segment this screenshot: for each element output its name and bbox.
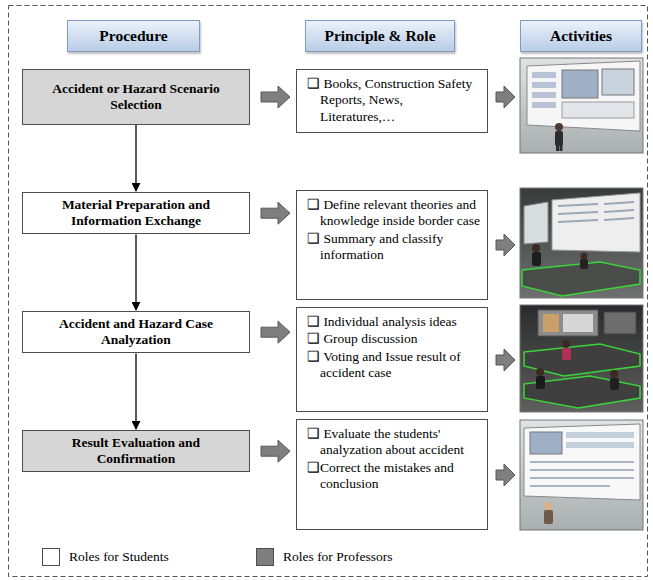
flow-arrow: [135, 125, 136, 191]
procedure-box: Accident and Hazard Case Analyzation: [22, 311, 250, 353]
legend-text: Roles for Students: [69, 549, 169, 565]
column-header: Procedure: [67, 20, 200, 52]
role-item: ❑ Individual analysis ideas: [307, 314, 481, 330]
screenshot-evaluation: [520, 420, 643, 530]
block-arrow: [496, 86, 515, 486]
procedure-box: Result Evaluation and Confirmation: [22, 430, 250, 472]
column-header: Principle & Role: [305, 20, 455, 52]
role-item: ❑ Summary and classify information: [307, 231, 481, 264]
role-box: ❑ Individual analysis ideas❑ Group discu…: [296, 307, 488, 412]
legend-swatch: [42, 548, 60, 566]
block-arrow: [261, 86, 290, 108]
role-item: ❑ Books, Construction Safety Reports, Ne…: [307, 76, 481, 125]
screenshot-analysis: [520, 305, 643, 412]
legend-entry: Roles for Professors: [256, 548, 393, 566]
step-text: Material Preparation and Information Exc…: [34, 197, 239, 229]
step-text: Accident or Hazard Scenario Selection: [34, 81, 239, 113]
header-text: Principle & Role: [324, 27, 435, 45]
dashed-frame: [9, 6, 648, 577]
column-header: Activities: [520, 20, 642, 52]
legend-swatch: [256, 548, 274, 566]
role-item: ❑ Evaluate the students' analyzation abo…: [307, 426, 481, 459]
header-text: Procedure: [99, 27, 167, 45]
role-box: ❑ Evaluate the students' analyzation abo…: [296, 419, 488, 530]
screenshot-materials: [520, 188, 643, 298]
role-box: ❑ Define relevant theories and knowledge…: [296, 190, 488, 300]
legend-entry: Roles for Students: [42, 548, 169, 566]
flow-arrow: [135, 353, 136, 429]
legend-text: Roles for Professors: [283, 549, 393, 565]
header-text: Activities: [550, 27, 612, 45]
block-arrow: [261, 202, 290, 224]
role-box: ❑ Books, Construction Safety Reports, Ne…: [296, 69, 488, 133]
step-text: Accident and Hazard Case Analyzation: [34, 316, 239, 348]
flow-arrow: [135, 234, 136, 310]
role-item: ❑ Voting and Issue result of accident ca…: [307, 349, 481, 382]
role-item: ❑Correct the mistakes and conclusion: [307, 460, 481, 493]
procedure-box: Material Preparation and Information Exc…: [22, 192, 250, 234]
block-arrow: [261, 440, 290, 462]
role-item: ❑ Group discussion: [307, 331, 481, 347]
screenshot-scenario: [520, 58, 643, 153]
role-item: ❑ Define relevant theories and knowledge…: [307, 197, 481, 230]
block-arrow: [261, 321, 290, 343]
procedure-box: Accident or Hazard Scenario Selection: [22, 69, 250, 125]
step-text: Result Evaluation and Confirmation: [34, 435, 239, 467]
